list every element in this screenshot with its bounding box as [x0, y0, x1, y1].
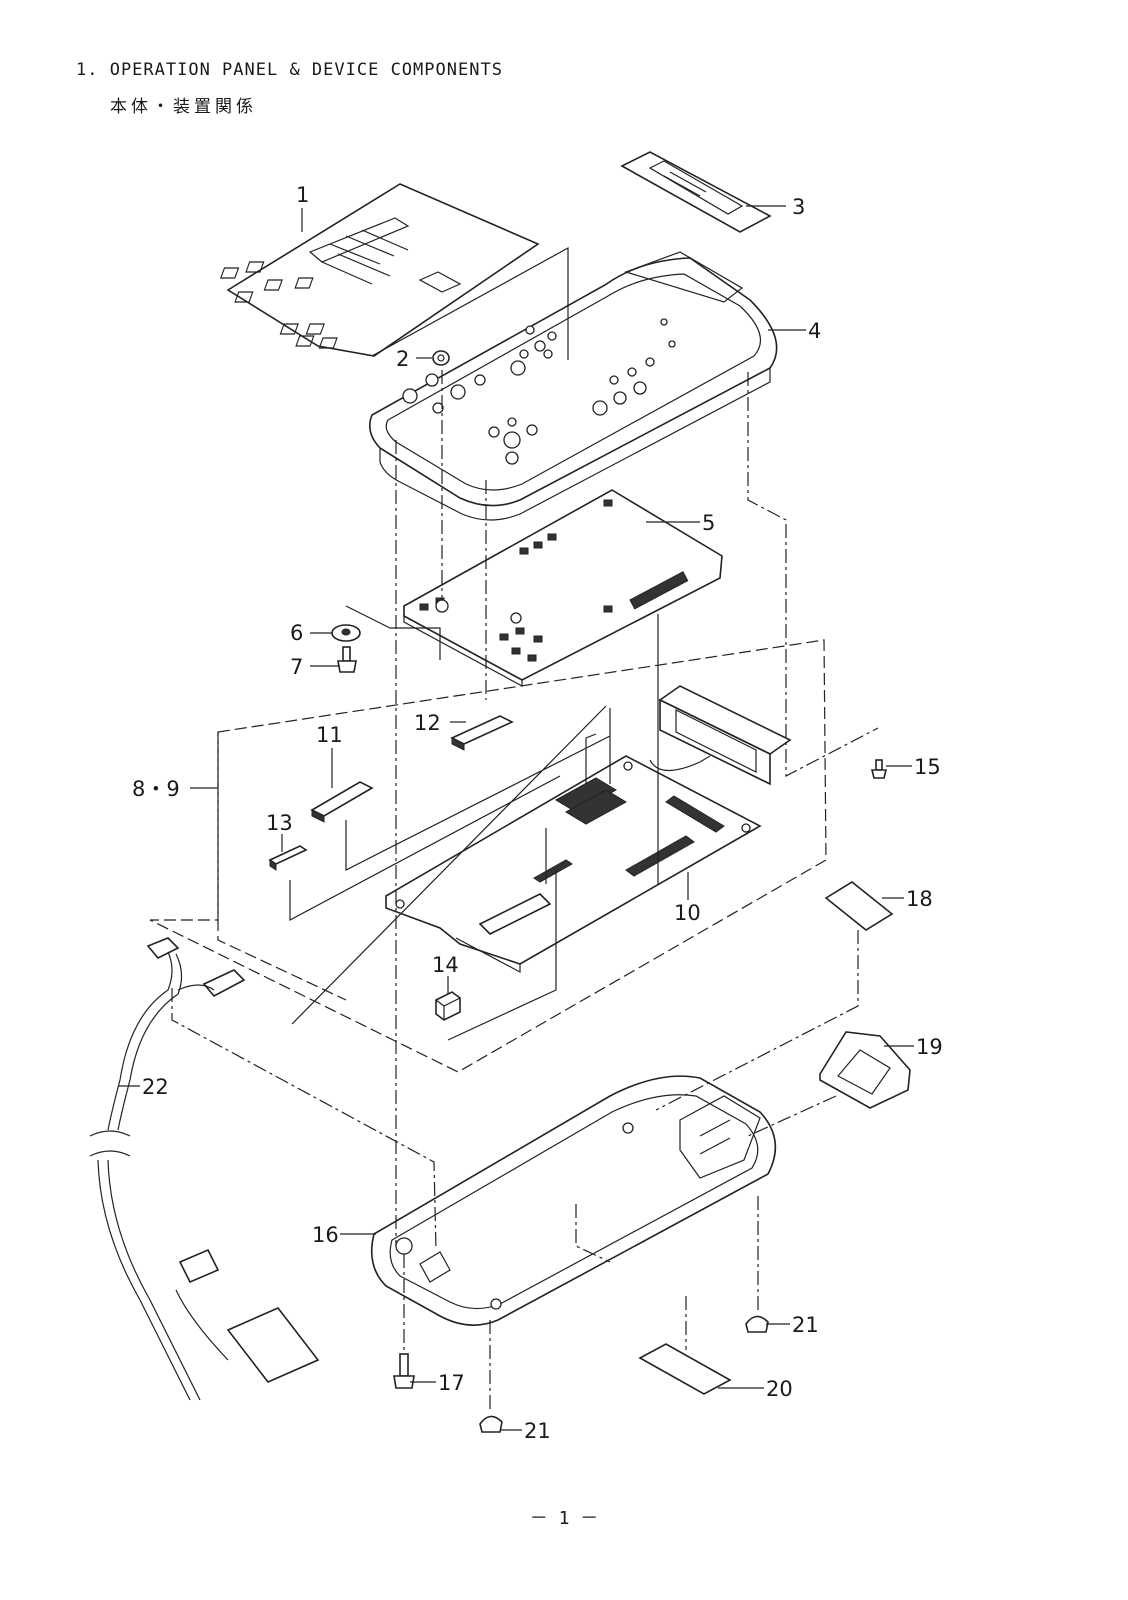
part-10-main-pcb [385, 755, 762, 973]
part-17-screw [393, 1353, 415, 1389]
part-16-lower-case [370, 1075, 777, 1326]
callout-1: 1 [296, 183, 309, 207]
callout-19: 19 [916, 1035, 943, 1059]
lcd-module [649, 685, 792, 786]
callout-6: 6 [290, 621, 303, 645]
alignment-lines [171, 238, 879, 1412]
callout-20: 20 [766, 1377, 793, 1401]
part-22-cable-harness [97, 937, 320, 1401]
page-number: － 1 － [529, 1508, 599, 1529]
part-19-cover [819, 1031, 911, 1109]
callout-18: 18 [906, 887, 933, 911]
callout-21-right: 21 [792, 1313, 819, 1337]
callout-7: 7 [290, 655, 303, 679]
part-21-foot [479, 1315, 769, 1433]
part-6-washer [331, 624, 361, 642]
callout-5: 5 [702, 511, 715, 535]
callout-15: 15 [914, 755, 941, 779]
section-title: 1. OPERATION PANEL & DEVICE COMPONENTS [76, 60, 503, 80]
section-title-japanese: 本体・装置関係 [110, 97, 257, 117]
callout-11: 11 [316, 723, 343, 747]
callout-3: 3 [792, 195, 805, 219]
callout-21-bottom: 21 [524, 1419, 551, 1443]
part-7-screw [337, 646, 357, 673]
callout-labels: 1 2 3 4 5 6 7 8・9 10 11 12 13 14 15 16 1… [132, 183, 943, 1443]
callout-8-9: 8・9 [132, 777, 180, 801]
part-12-ic [450, 715, 514, 751]
part-14-connector [435, 991, 461, 1021]
part-5-keypad-pcb [403, 489, 723, 688]
part-4-upper-case [369, 251, 778, 521]
callout-17: 17 [438, 1371, 465, 1395]
part-18-label [824, 881, 894, 931]
part-11-ic [310, 781, 374, 823]
callout-14: 14 [432, 953, 459, 977]
part-20-label [638, 1343, 732, 1395]
part-1-keypad-sheet [219, 183, 540, 357]
leader-lines [118, 205, 914, 1431]
assembly-outline [149, 639, 827, 1073]
callout-22: 22 [142, 1075, 169, 1099]
callout-16: 16 [312, 1223, 339, 1247]
callout-2: 2 [396, 347, 409, 371]
callout-10: 10 [674, 901, 701, 925]
callout-4: 4 [808, 319, 821, 343]
part-3-display-window [620, 151, 772, 233]
part-15-screw [870, 759, 888, 779]
part-13-connector [268, 845, 308, 871]
part-2-nut [432, 350, 450, 366]
callout-13: 13 [266, 811, 293, 835]
callout-12: 12 [414, 711, 441, 735]
cable-break-marks [89, 1130, 131, 1157]
